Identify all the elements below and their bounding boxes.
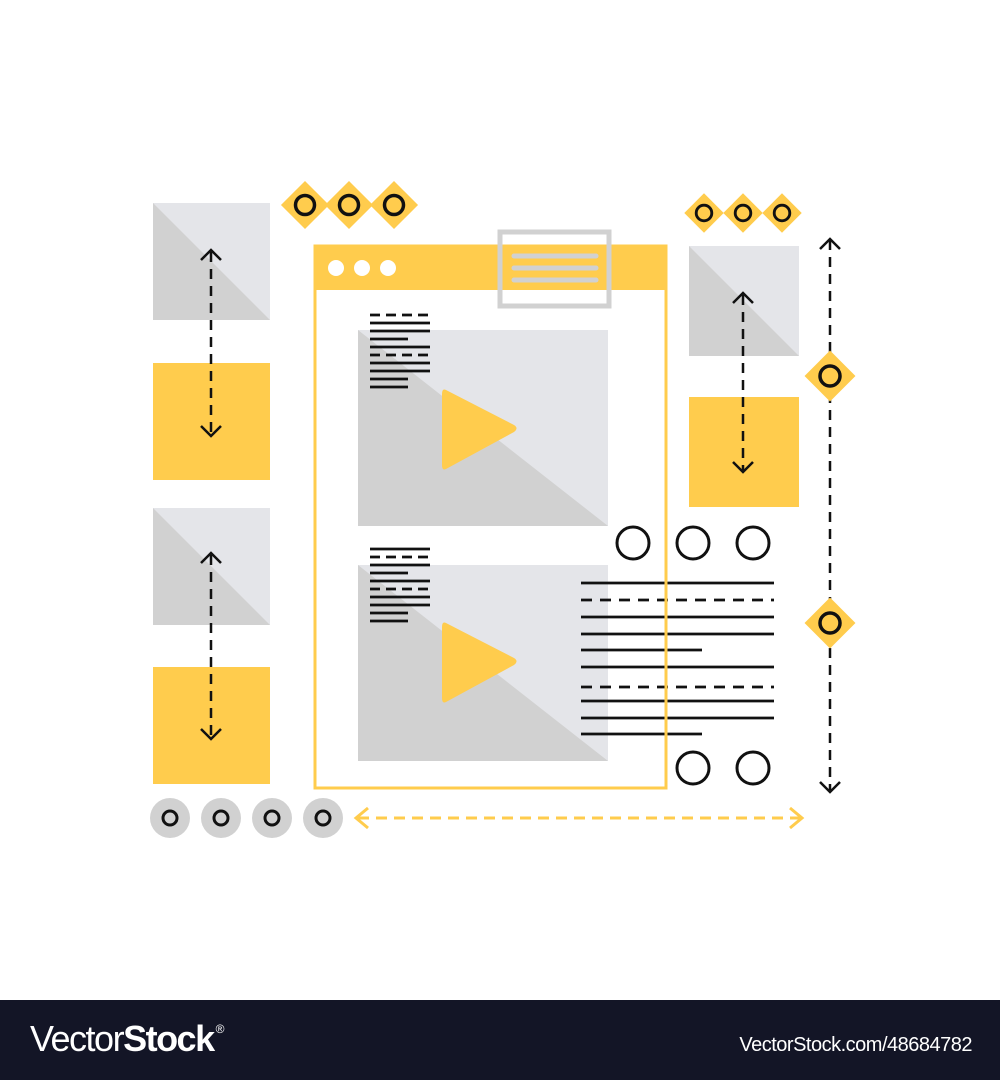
diamond-icon xyxy=(368,179,420,231)
video-placeholder-2 xyxy=(358,547,608,761)
footer-bar: VectorStock® VectorStock.com/48684782 xyxy=(0,1000,1000,1080)
diamond-group-top-right xyxy=(682,191,804,235)
yellow-block xyxy=(153,363,270,480)
circle-row-upper xyxy=(615,525,771,561)
text-lines-icon xyxy=(370,313,430,389)
pagination-dot-icon xyxy=(252,798,292,838)
diamond-group-top-left xyxy=(279,179,420,231)
circle-icon xyxy=(735,750,771,786)
diamond-icon xyxy=(279,179,331,231)
play-icon xyxy=(442,389,517,470)
diamond-icon xyxy=(323,179,375,231)
right-column xyxy=(689,237,856,794)
pagination-dots xyxy=(150,798,343,838)
circle-icon xyxy=(615,525,651,561)
text-lines-icon xyxy=(370,547,430,623)
text-block xyxy=(581,581,774,736)
circle-icon xyxy=(675,750,711,786)
image-url: VectorStock.com/48684782 xyxy=(739,1034,972,1056)
pagination-dot-icon xyxy=(150,798,190,838)
illustration xyxy=(150,179,856,838)
circle-row-lower xyxy=(675,750,771,786)
image-placeholder xyxy=(153,508,270,625)
pagination-dot-icon xyxy=(201,798,241,838)
vectorstock-logo: VectorStock® xyxy=(30,1018,225,1059)
vertical-double-arrow-icon xyxy=(731,291,755,474)
window-dot-icon xyxy=(354,260,370,276)
vertical-double-arrow-icon xyxy=(199,248,223,438)
browser-window xyxy=(313,229,774,790)
window-dot-icon xyxy=(328,260,344,276)
vertical-slider xyxy=(804,237,856,794)
video-placeholder-1 xyxy=(358,313,608,526)
circle-icon xyxy=(735,525,771,561)
floating-menu-icon xyxy=(497,229,612,309)
left-column xyxy=(153,203,270,784)
pagination-dot-icon xyxy=(303,798,343,838)
window-dot-icon xyxy=(380,260,396,276)
horizontal-double-arrow-icon xyxy=(353,806,805,830)
circle-icon xyxy=(675,525,711,561)
play-icon xyxy=(442,622,517,703)
vertical-double-arrow-icon xyxy=(199,551,223,741)
